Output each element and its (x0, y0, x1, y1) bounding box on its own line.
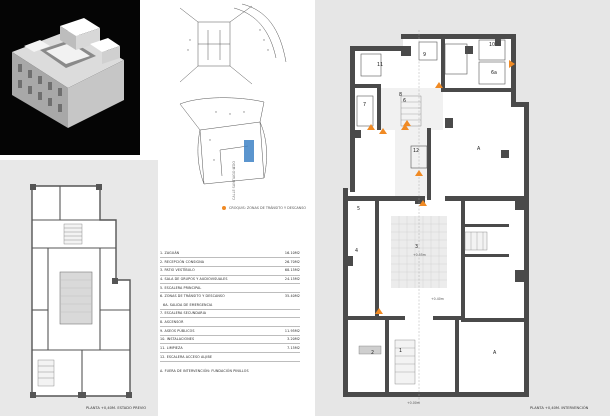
sketches-area (160, 0, 310, 210)
model-drawing (12, 18, 124, 128)
room-label: 4 (355, 248, 358, 254)
legend-row: 3. Patio vestíbulo68.15m2 (160, 269, 308, 278)
legend-row: 8. Ascensor (160, 320, 308, 330)
legend-row: 7. Escalera secundaria (160, 311, 308, 321)
room-legend: 1. Zaguán16.10m2 2. Recepción consigna26… (160, 251, 308, 379)
legend-row: 2. Recepción consigna26.70m2 (160, 260, 308, 270)
legend-row: A. Fuera de intervención: Fundación Pini… (160, 369, 249, 374)
intervention-plan-drawing: 11 9 10 6a 7 8 6 12 3 4 5 1 2 A A +0.55m… (343, 30, 529, 405)
level-mark: +0.40m (431, 297, 444, 301)
legend-row: 6. Zonas de tránsito y descanso35.40m2 (160, 294, 300, 299)
perspective-sketches (179, 3, 287, 185)
room-label: 7 (363, 102, 366, 108)
room-label: 11 (377, 62, 383, 68)
legend-row: 5. Escalera principal (160, 286, 308, 296)
intervention-plan-caption: Planta +0,40m. Intervención (530, 406, 589, 410)
orange-marker-icon (222, 206, 226, 210)
legend-row: 12. Escalera acceso aljibe (160, 355, 308, 365)
room-label: 3 (415, 244, 418, 250)
room-label: 6 (403, 98, 406, 104)
legend-row: 1. Zaguán16.10m2 (160, 251, 308, 261)
level-mark: +0.55m (413, 253, 426, 257)
sketch-note: Croquis: zonas de tránsito y descanso (222, 206, 306, 210)
room-label: 2 (371, 350, 374, 356)
existing-plan-drawing (0, 160, 158, 416)
intervention-floor-plan: 11 9 10 6a 7 8 6 12 3 4 5 1 2 A A +0.55m… (315, 0, 610, 416)
sketch-note-text: Croquis: zonas de tránsito y descanso (229, 206, 307, 210)
street-label: Calle Santiago Izdo (232, 160, 236, 200)
legend-row: 6a. Salida de emergencia (160, 303, 308, 312)
level-mark: +0.00m (407, 401, 420, 405)
legend-row: 11. Limpieza7.15m2 (160, 346, 308, 356)
room-label: 8 (399, 92, 402, 98)
legend-row: 4. Sala de grupos y audiovisuales24.15m2 (160, 277, 308, 287)
existing-floor-plan (0, 160, 158, 416)
existing-plan-caption: Planta +0,40m. Estado previo (86, 406, 147, 410)
legend-row: 10. Instalaciones3.20m2 (160, 337, 308, 347)
room-label: 5 (357, 206, 360, 212)
room-label: A (493, 350, 497, 356)
room-label: 10 (489, 42, 495, 48)
legend-row: 9. Aseos públicos11.95m2 (160, 329, 308, 339)
room-label: 9 (423, 52, 426, 58)
room-label: 6a (491, 70, 497, 76)
room-label: 12 (413, 148, 419, 154)
room-label: 1 (399, 348, 402, 354)
room-label: A (477, 146, 481, 152)
model-photo (0, 0, 140, 155)
